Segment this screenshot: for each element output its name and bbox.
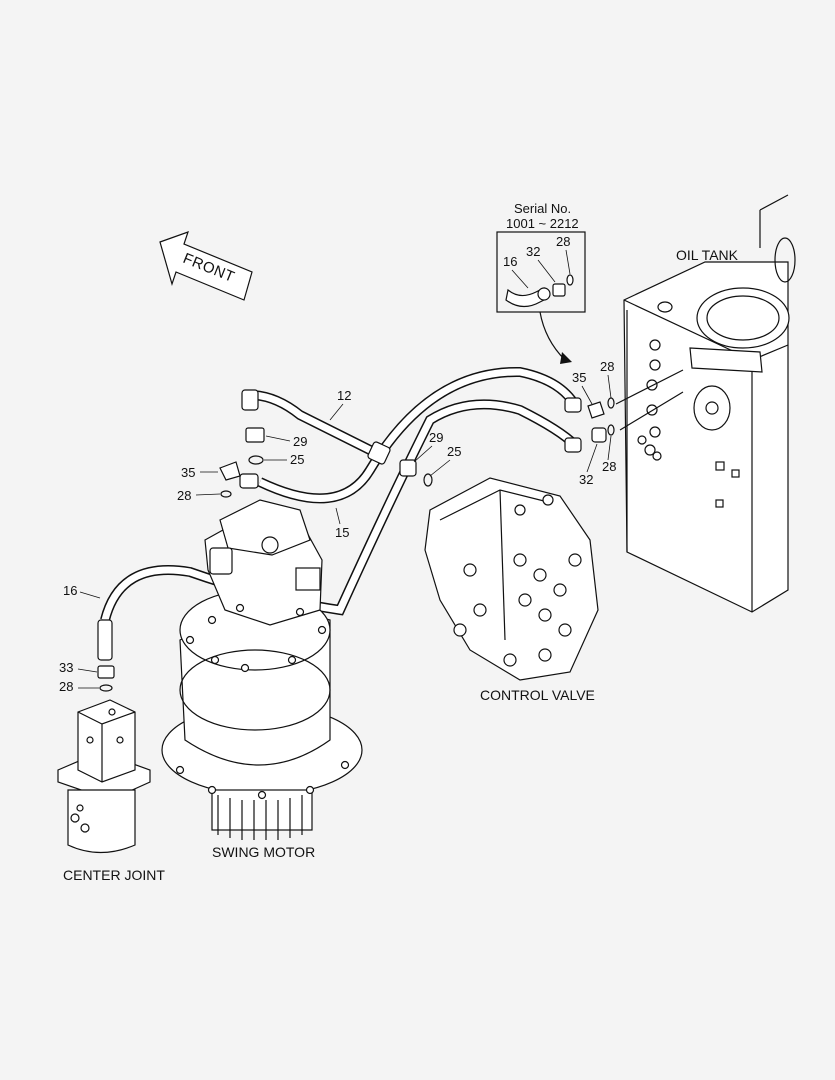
inset-callout-28: 28 <box>556 234 570 249</box>
swing-motor-label: SWING MOTOR <box>212 844 315 860</box>
swing-motor: SWING MOTOR <box>161 499 363 860</box>
callouts: 12 29 25 35 28 15 29 25 35 28 28 32 16 3… <box>59 359 616 694</box>
callout-25-mid: 25 <box>447 444 461 459</box>
callout-35-left: 35 <box>181 465 195 480</box>
callout-29-mid: 29 <box>429 430 443 445</box>
inset-callout-32: 32 <box>526 244 540 259</box>
center-joint-label: CENTER JOINT <box>63 867 165 883</box>
serial-title: Serial No. <box>514 201 571 216</box>
callout-28-left: 28 <box>177 488 191 503</box>
front-arrow: FRONT <box>159 231 253 301</box>
callout-28-bottom: 28 <box>59 679 73 694</box>
inset-callout-16: 16 <box>503 254 517 269</box>
callout-15: 15 <box>335 525 349 540</box>
control-valve-bolts <box>453 494 582 667</box>
fittings <box>97 369 684 692</box>
callout-25-left: 25 <box>290 452 304 467</box>
callout-33: 33 <box>59 660 73 675</box>
callout-28-right-top: 28 <box>600 359 614 374</box>
swing-motor-bolts <box>175 603 350 800</box>
callout-28-right-bottom: 28 <box>602 459 616 474</box>
oil-tank: OIL TANK <box>623 194 796 613</box>
control-valve-label: CONTROL VALVE <box>480 687 595 703</box>
callout-35-right: 35 <box>572 370 586 385</box>
control-valve: CONTROL VALVE <box>424 477 599 703</box>
serial-inset: Serial No. 1001 ~ 2212 16 32 28 <box>496 201 586 364</box>
hoses <box>97 366 582 661</box>
serial-range: 1001 ~ 2212 <box>506 216 579 231</box>
oil-tank-label: OIL TANK <box>676 247 739 263</box>
callout-32-right: 32 <box>579 472 593 487</box>
callout-29-left: 29 <box>293 434 307 449</box>
center-joint: CENTER JOINT <box>57 699 165 883</box>
callout-12: 12 <box>337 388 351 403</box>
callout-16: 16 <box>63 583 77 598</box>
